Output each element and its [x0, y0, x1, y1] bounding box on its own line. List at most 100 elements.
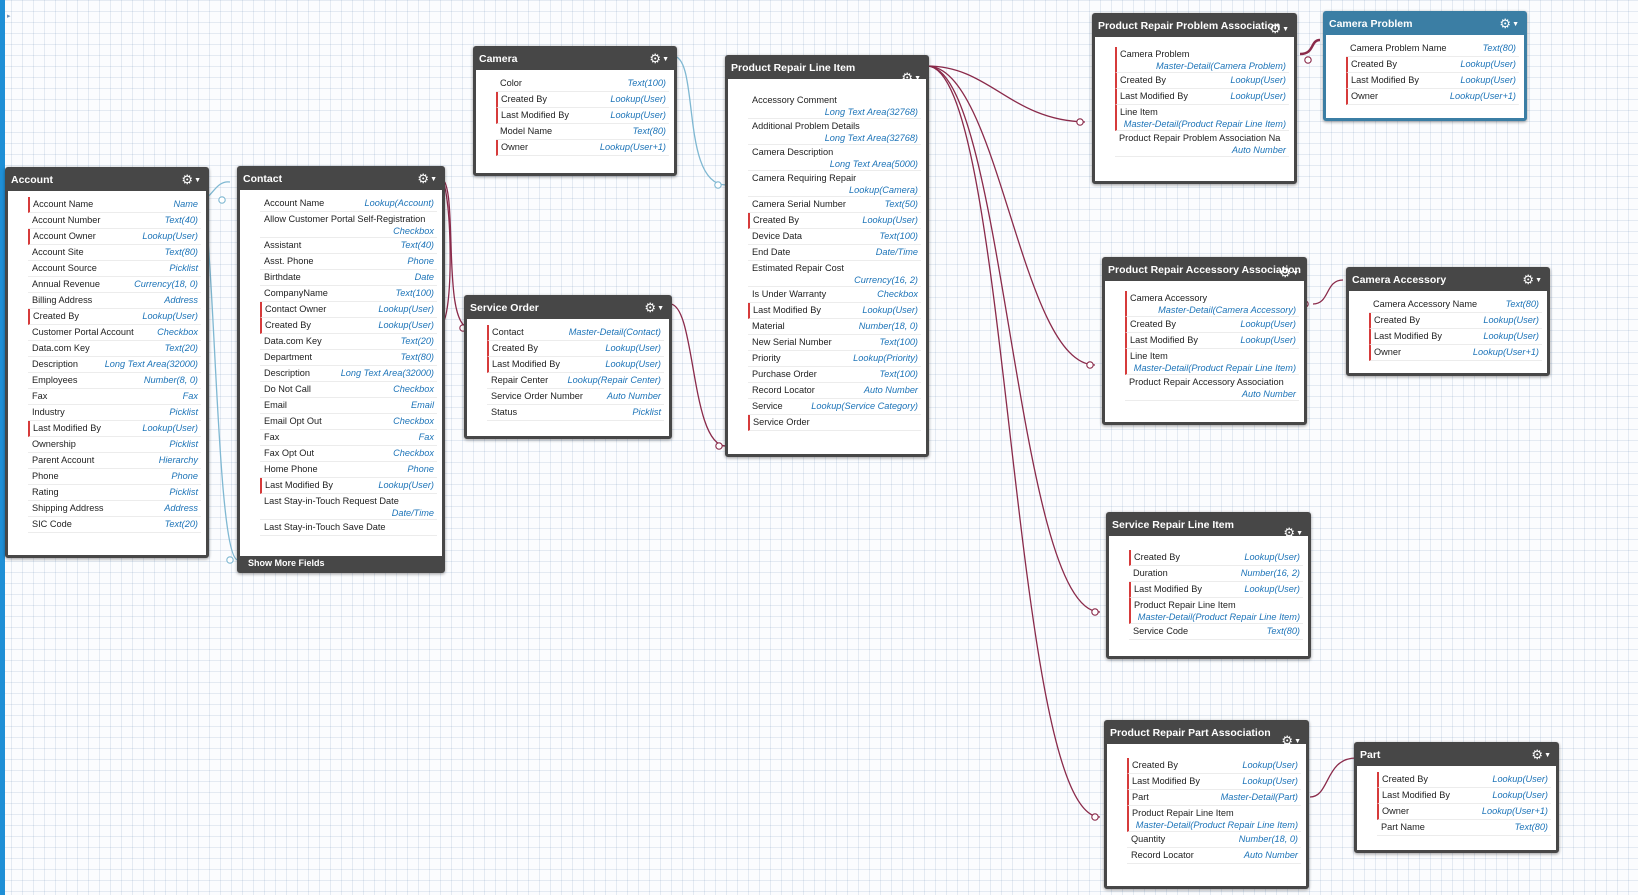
gear-icon[interactable]: ⚙▼ — [1531, 747, 1551, 762]
object-header[interactable]: Camera Accessory ⚙▼ — [1349, 270, 1547, 291]
object-header[interactable]: Camera ⚙▼ — [476, 49, 674, 70]
object-header[interactable]: Account ⚙▼ — [8, 170, 206, 191]
object-header[interactable]: Camera Problem ⚙▼ — [1326, 14, 1524, 35]
gear-icon[interactable]: ⚙▼ — [649, 51, 669, 66]
object-card-camera-accessory[interactable]: Camera Accessory ⚙▼ Camera Accessory Nam… — [1346, 267, 1550, 376]
gear-icon[interactable]: ⚙▼ — [1522, 272, 1542, 287]
object-header[interactable]: Service Order ⚙▼ — [467, 298, 669, 319]
object-header[interactable]: Part ⚙▼ — [1357, 745, 1556, 766]
object-header[interactable]: Service Repair Line Item ⚙▼ — [1109, 515, 1308, 536]
object-header[interactable]: Product Repair Problem Association ⚙▼ — [1095, 16, 1294, 37]
gear-icon[interactable]: ⚙▼ — [1281, 733, 1301, 744]
gear-icon[interactable]: ⚙▼ — [417, 171, 437, 186]
field-row[interactable]: Last Stay-in-Touch Save Date — [260, 520, 437, 536]
object-card-product-repair-line-item[interactable]: Product Repair Line Item ⚙▼ Accessory Co… — [725, 55, 929, 457]
expand-arrow-icon[interactable]: ▸ — [7, 13, 11, 20]
object-card-product-repair-accessory-association[interactable]: Product Repair Accessory Association ⚙▼ … — [1102, 257, 1307, 425]
gear-icon[interactable]: ⚙▼ — [644, 300, 664, 315]
gear-icon[interactable]: ⚙▼ — [181, 172, 201, 187]
gear-icon[interactable]: ⚙▼ — [1499, 16, 1519, 31]
show-more-fields-button[interactable]: Show More Fields — [240, 556, 442, 570]
gear-icon[interactable]: ⚙▼ — [1269, 21, 1289, 36]
object-header[interactable]: Product Repair Part Association ⚙▼ — [1107, 723, 1306, 744]
field-row[interactable]: Service Order — [748, 415, 921, 431]
object-header[interactable]: Product Repair Line Item ⚙▼ — [728, 58, 926, 79]
